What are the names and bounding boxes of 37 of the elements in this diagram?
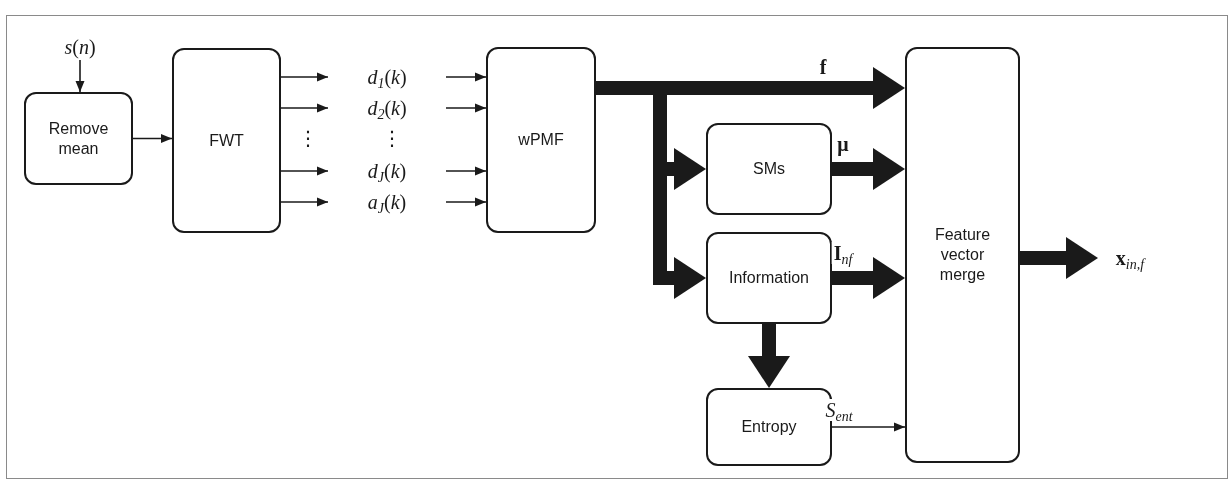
arrow bbox=[132, 134, 173, 143]
edge-label: S$_{ent}$ bbox=[823, 399, 855, 421]
box-label: Information bbox=[727, 268, 810, 288]
arrow bbox=[445, 197, 487, 207]
ellipsis-mark: ⋮ bbox=[382, 128, 402, 148]
arrow bbox=[1020, 237, 1098, 279]
signal-label: a$_{J}$(k) bbox=[328, 189, 446, 215]
arrow bbox=[280, 72, 329, 82]
arrow bbox=[832, 148, 905, 190]
arrow bbox=[75, 59, 85, 93]
arrow bbox=[445, 103, 487, 113]
box-label: SMs bbox=[752, 159, 786, 179]
process-box bbox=[24, 92, 133, 185]
box-label: Entropy bbox=[740, 417, 798, 437]
process-box bbox=[905, 47, 1020, 463]
process-box bbox=[486, 47, 596, 233]
signal-label: d$_{1}$(k) bbox=[328, 64, 446, 90]
arrow bbox=[831, 422, 906, 432]
process-box bbox=[172, 48, 281, 233]
signal-label: x$_{in,f}$ bbox=[1098, 244, 1162, 272]
arrow bbox=[280, 166, 329, 176]
arrow bbox=[748, 324, 790, 388]
ellipsis-mark: ⋮ bbox=[298, 128, 318, 148]
box-label: Remove mean bbox=[47, 118, 110, 159]
signal-label: d$_{2}$(k) bbox=[328, 95, 446, 121]
box-label: FWT bbox=[208, 130, 245, 151]
arrow bbox=[445, 72, 487, 82]
arrow bbox=[832, 257, 905, 299]
process-box bbox=[706, 232, 832, 324]
signal-label: s(n) bbox=[52, 34, 108, 60]
arrow bbox=[445, 166, 487, 176]
signal-label: d$_{J}$(k) bbox=[328, 158, 446, 184]
box-label: Feature vector merge bbox=[933, 225, 992, 285]
box-label: wPMF bbox=[517, 130, 565, 150]
arrow bbox=[280, 103, 329, 113]
arrow bbox=[280, 197, 329, 207]
process-box bbox=[706, 123, 832, 215]
